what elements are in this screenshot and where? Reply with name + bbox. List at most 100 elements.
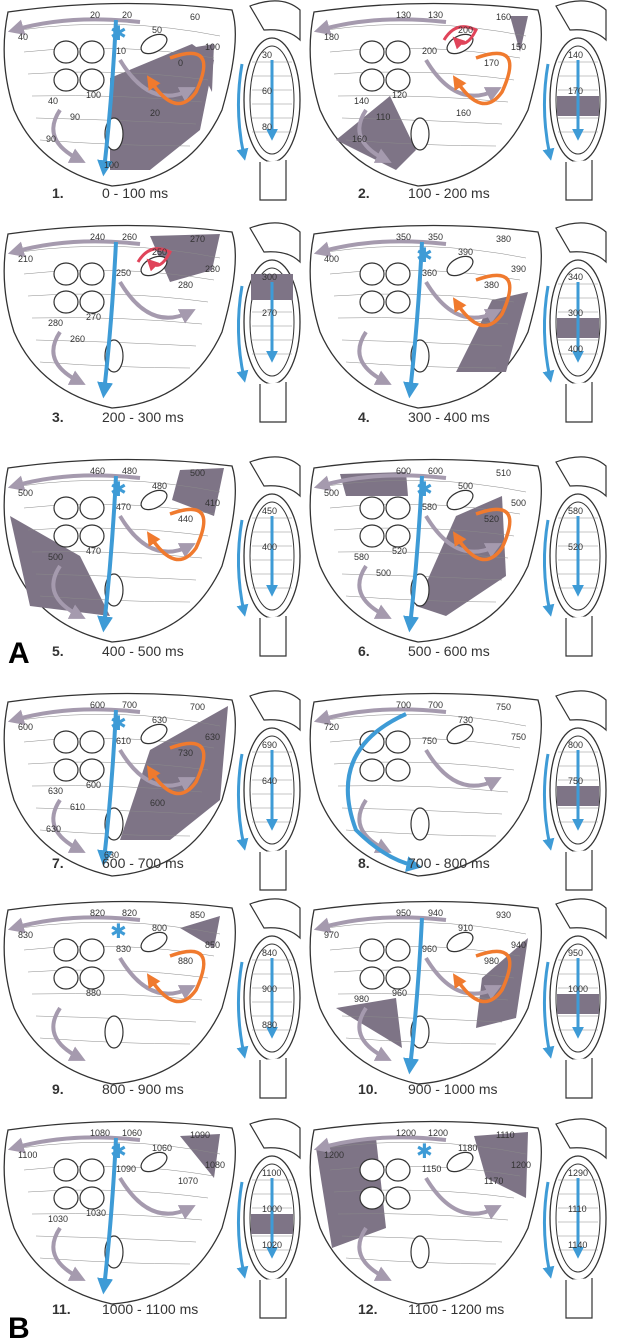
activation-time-label: 750 xyxy=(496,702,511,712)
pulmonary-vein xyxy=(80,759,104,781)
frame-5: ✱4604805005004804104704404705004504005.4… xyxy=(4,457,300,659)
pacing-site-asterisk-icon: ✱ xyxy=(110,1139,127,1163)
pulmonary-vein xyxy=(54,731,78,753)
activation-time-label: 110 xyxy=(376,112,390,122)
ventricle-time-label: 1290 xyxy=(568,1168,588,1178)
activation-time-label: 500 xyxy=(511,498,526,508)
activation-time-label: 120 xyxy=(392,90,407,100)
activation-time-label: 930 xyxy=(496,910,511,920)
pulmonary-vein xyxy=(360,263,384,285)
activation-time-label: 630 xyxy=(152,715,167,725)
activation-time-label: 170 xyxy=(484,58,499,68)
panel-letter-b: B xyxy=(8,1312,30,1343)
frame-index: 3. xyxy=(52,409,64,425)
pulmonary-vein xyxy=(386,759,410,781)
activation-time-label: 90 xyxy=(70,112,80,122)
activation-time-label: 700 xyxy=(428,700,443,710)
activation-time-label: 600 xyxy=(90,700,105,710)
activation-time-label: 630 xyxy=(46,824,61,834)
activation-time-label: 160 xyxy=(352,134,367,144)
activation-time-label: 360 xyxy=(422,268,437,278)
activation-time-label: 20 xyxy=(90,10,100,20)
activation-time-label: 600 xyxy=(18,722,33,732)
pulmonary-vein xyxy=(360,41,384,63)
ventricle-arrow xyxy=(238,64,244,156)
activation-time-label: 880 xyxy=(86,988,101,998)
activation-time-label: 610 xyxy=(116,736,131,746)
activation-time-label: 910 xyxy=(458,923,473,933)
ventricle-time-label: 1110 xyxy=(568,1204,587,1214)
activation-time-label: 950 xyxy=(396,908,411,918)
activation-time-label: 500 xyxy=(458,481,473,491)
great-vessel xyxy=(556,1,606,40)
activation-time-label: 500 xyxy=(18,488,33,498)
activation-time-label: 350 xyxy=(428,232,443,242)
frame-time-range: 100 - 200 ms xyxy=(408,185,490,201)
pulmonary-vein xyxy=(80,263,104,285)
ventricle-time-label: 840 xyxy=(262,948,277,958)
pulmonary-vein xyxy=(360,1187,384,1209)
pulmonary-vein xyxy=(386,1159,410,1181)
activation-time-label: 1060 xyxy=(152,1143,172,1153)
pulmonary-vein xyxy=(360,525,384,547)
frame-10: 950940930970910940960980960980950100010.… xyxy=(310,899,606,1098)
frame-index: 8. xyxy=(358,855,370,871)
activation-time-label: 440 xyxy=(178,514,193,524)
pulmonary-vein xyxy=(386,525,410,547)
activation-time-label: 260 xyxy=(70,334,85,344)
activation-time-label: 750 xyxy=(422,736,437,746)
activation-time-label: 180 xyxy=(324,32,339,42)
activation-time-label: 700 xyxy=(396,700,411,710)
activation-time-label: 600 xyxy=(428,466,443,476)
frame-index: 12. xyxy=(358,1301,377,1317)
ventricle-time-label: 450 xyxy=(262,506,277,516)
activation-time-label: 480 xyxy=(122,466,137,476)
activation-time-label: 1200 xyxy=(428,1128,448,1138)
ventricle-time-label: 1100 xyxy=(262,1168,281,1178)
pacing-site-asterisk-icon: ✱ xyxy=(110,21,127,45)
panel-letter-a: A xyxy=(8,637,30,670)
vein-base xyxy=(260,382,286,422)
vein-base xyxy=(566,160,592,200)
pacing-site-asterisk-icon: ✱ xyxy=(416,477,433,501)
frame-time-range: 1100 - 1200 ms xyxy=(408,1301,504,1317)
activation-time-label: 200 xyxy=(422,46,437,56)
activation-time-label: 400 xyxy=(324,254,339,264)
pulmonary-vein xyxy=(54,69,78,91)
pulmonary-vein xyxy=(360,939,384,961)
vein-base xyxy=(260,1278,286,1318)
activation-time-label: 610 xyxy=(70,802,85,812)
activation-time-label: 580 xyxy=(422,502,437,512)
great-vessel xyxy=(556,691,606,730)
activation-time-label: 510 xyxy=(496,468,511,478)
vein-base xyxy=(566,1058,592,1098)
activation-time-label: 0 xyxy=(178,58,183,68)
activation-time-label: 40 xyxy=(18,32,28,42)
pulmonary-vein xyxy=(54,291,78,313)
activation-time-label: 60 xyxy=(190,12,200,22)
activation-time-label: 10 xyxy=(116,46,126,56)
frame-8: 7007007507207307507508007508.700 - 800 m… xyxy=(310,691,606,890)
activation-time-label: 500 xyxy=(376,568,391,578)
frame-time-range: 200 - 300 ms xyxy=(102,409,184,425)
pulmonary-vein xyxy=(54,759,78,781)
pulmonary-vein xyxy=(54,41,78,63)
activation-time-label: 720 xyxy=(324,722,339,732)
activation-time-label: 1180 xyxy=(458,1143,477,1153)
activation-time-label: 700 xyxy=(122,700,137,710)
atria-outline xyxy=(310,693,541,876)
ventricle-time-label: 340 xyxy=(568,272,583,282)
activation-time-label: 970 xyxy=(324,930,339,940)
frame-1: ✱2020604050100100100409090201003060801.0… xyxy=(4,1,300,201)
frame-time-range: 400 - 500 ms xyxy=(102,643,184,659)
pulmonary-vein xyxy=(80,41,104,63)
ventricle-time-label: 60 xyxy=(262,86,272,96)
ventricle-view: 9501000 xyxy=(544,899,606,1098)
activation-time-label: 380 xyxy=(484,280,499,290)
activation-time-label: 280 xyxy=(178,280,193,290)
activation-time-label: 100 xyxy=(205,42,220,52)
frame-index: 6. xyxy=(358,643,370,659)
activation-time-label: 1060 xyxy=(122,1128,142,1138)
